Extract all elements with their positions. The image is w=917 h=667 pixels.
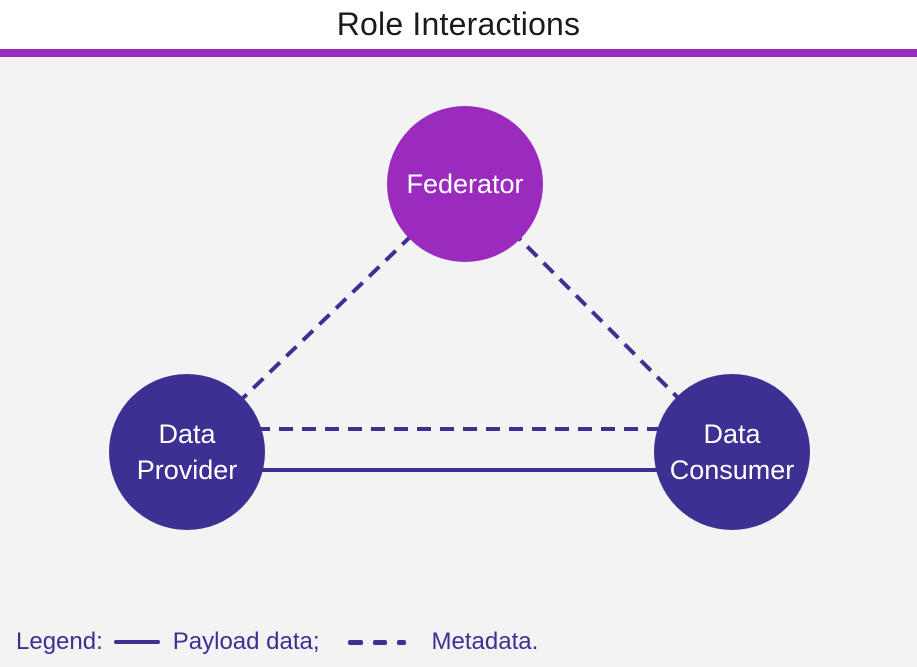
edge-provider-federator-metadata	[185, 182, 467, 454]
diagram-canvas: Federator Data Provider Data Consumer Le…	[0, 57, 917, 667]
accent-divider	[0, 49, 917, 57]
dashed-line-sample	[347, 639, 406, 645]
node-data-provider	[109, 374, 265, 530]
solid-line-sample	[113, 640, 160, 644]
diagram-svg	[109, 106, 810, 530]
page-title: Role Interactions	[336, 6, 581, 42]
title-bar: Role Interactions	[0, 0, 917, 49]
legend-metadata-label: Metadata.	[431, 628, 539, 655]
legend-payload-label: Payload data;	[172, 628, 320, 655]
edge-consumer-federator-metadata	[463, 182, 734, 454]
legend-label: Legend:	[16, 628, 103, 655]
node-federator	[387, 106, 543, 262]
node-data-consumer	[654, 374, 810, 530]
legend: Legend: Payload data; Metadata.	[16, 625, 538, 659]
